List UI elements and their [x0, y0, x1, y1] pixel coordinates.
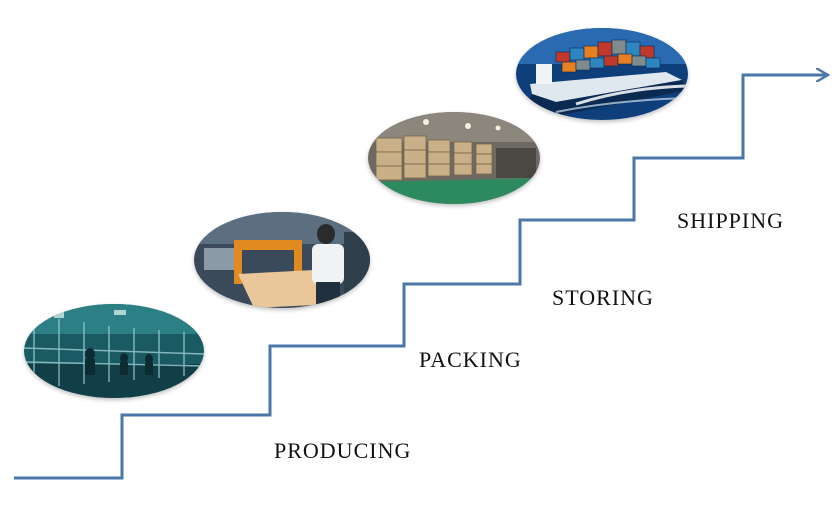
- packing-workshop-photo: [194, 212, 370, 308]
- warehouse-photo: [368, 112, 540, 204]
- step-label-shipping: SHIPPING: [677, 208, 785, 233]
- assembly-line-photo: [24, 304, 204, 398]
- step-label-packing: PACKING: [419, 347, 522, 372]
- step-label-producing: PRODUCING: [274, 438, 412, 463]
- step-label-storing: STORING: [552, 285, 654, 310]
- staircase-line: [14, 75, 826, 480]
- cargo-ship-photo: [516, 28, 688, 120]
